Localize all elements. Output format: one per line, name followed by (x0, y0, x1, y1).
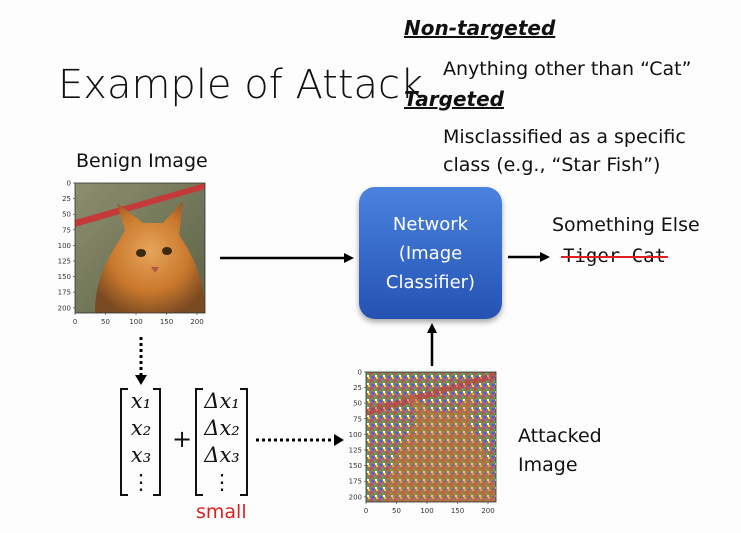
cat-eye-right (162, 247, 172, 255)
y-tick-label: 150 (58, 273, 71, 281)
non-targeted-description: Anything other than “Cat” (443, 58, 692, 80)
attacked-x-ticks: 0 50 100 150 200 (364, 502, 495, 515)
y-tick-label: 0 (67, 180, 71, 188)
x-tick-label: 150 (160, 318, 173, 326)
y-tick-label: 125 (349, 447, 362, 455)
y-tick-label: 100 (349, 431, 362, 439)
targeted-description-line1: Misclassified as a specific (443, 126, 686, 148)
benign-x-ticks: 0 50 100 150 200 (73, 313, 204, 326)
page-title: Example of Attack (58, 62, 424, 108)
dotted-arrow-down (135, 337, 147, 385)
y-tick-label: 200 (58, 304, 71, 312)
arrow-network-to-output (508, 252, 550, 262)
vector-x-entry: x₃ (130, 443, 152, 467)
y-tick-label: 125 (58, 258, 71, 266)
targeted-description-line2: class (e.g., “Star Fish”) (443, 154, 661, 176)
y-tick-label: 25 (62, 195, 71, 203)
x-tick-label: 200 (481, 507, 494, 515)
targeted-heading: Targeted (404, 87, 504, 111)
network-line1: Network (392, 213, 469, 235)
attacked-label-line1: Attacked (518, 425, 602, 447)
y-tick-label: 25 (353, 384, 362, 392)
targeted-description: Misclassified as a specific class (e.g.,… (443, 123, 686, 179)
cat-nose (151, 267, 159, 273)
x-tick-label: 50 (392, 507, 401, 515)
x-tick-label: 0 (73, 318, 77, 326)
vector-x-entry: x₂ (130, 416, 152, 440)
y-tick-label: 175 (58, 289, 71, 297)
y-tick-label: 100 (58, 242, 71, 250)
red-stripe (75, 183, 205, 227)
attacked-y-ticks: 0 25 50 75 100 125 150 175 200 (349, 369, 366, 501)
vector-x-right-bracket (153, 388, 161, 496)
attacked-red-stripe (366, 372, 496, 416)
output-old-label: Tiger Cat (563, 245, 666, 267)
vector-dx-left-bracket (195, 388, 203, 496)
y-tick-label: 175 (349, 478, 362, 486)
dotted-arrow-right (256, 434, 344, 446)
attacked-cat-shape (386, 390, 496, 502)
network-line3: Classifier) (385, 271, 476, 293)
benign-image-plot: 0 25 50 75 100 125 150 175 200 0 50 100 150 200 (58, 180, 206, 326)
vector-dx-entry: Δx₂ (204, 416, 240, 440)
vector-dx-entry: Δx₃ (204, 443, 240, 467)
non-targeted-heading: Non-targeted (404, 16, 556, 40)
y-tick-label: 50 (353, 400, 362, 408)
x-tick-label: 150 (451, 507, 464, 515)
vector-x-left-bracket (120, 388, 128, 496)
x-tick-label: 100 (129, 318, 142, 326)
y-tick-label: 0 (358, 369, 362, 377)
attacked-image-frame (365, 371, 497, 503)
output-new-label: Something Else (552, 214, 700, 236)
vector-x-entry: x₁ (130, 389, 152, 413)
cat-eye-left (136, 249, 146, 257)
x-tick-label: 0 (364, 507, 368, 515)
output-old-label-text: Tiger Cat (563, 245, 666, 267)
x-tick-label: 200 (190, 318, 203, 326)
arrow-attacked-to-network (427, 323, 437, 366)
attacked-image-plot: 0 25 50 75 100 125 150 175 200 0 50 100 150 200 (349, 369, 497, 515)
x-tick-label: 100 (420, 507, 433, 515)
attacked-label-line2: Image (518, 454, 578, 476)
benign-image-frame (74, 182, 206, 314)
vector-x: x₁ x₂ x₃ ⋮ (126, 388, 156, 496)
y-tick-label: 75 (62, 226, 71, 234)
arrow-benign-to-network (220, 253, 354, 263)
vector-dx-entry: Δx₁ (204, 389, 240, 413)
vector-dx-right-bracket (240, 388, 248, 496)
benign-image-label: Benign Image (76, 150, 208, 172)
y-tick-label: 75 (353, 415, 362, 423)
y-tick-label: 200 (349, 493, 362, 501)
attacked-image-label: Attacked Image (518, 422, 602, 480)
network-box: Network (Image Classifier) (359, 187, 502, 319)
plus-sign: + (172, 425, 193, 453)
vector-x-entry: ⋮ (130, 470, 152, 494)
small-label: small (196, 501, 247, 523)
x-tick-label: 50 (101, 318, 110, 326)
vector-delta-x: Δx₁ Δx₂ Δx₃ ⋮ (200, 388, 244, 496)
y-tick-label: 150 (349, 462, 362, 470)
network-line2: (Image (398, 242, 463, 264)
vector-dx-entry: ⋮ (211, 470, 233, 494)
cat-shape (95, 201, 205, 313)
y-tick-label: 50 (62, 211, 71, 219)
benign-y-ticks: 0 25 50 75 100 125 150 175 200 (58, 180, 75, 312)
